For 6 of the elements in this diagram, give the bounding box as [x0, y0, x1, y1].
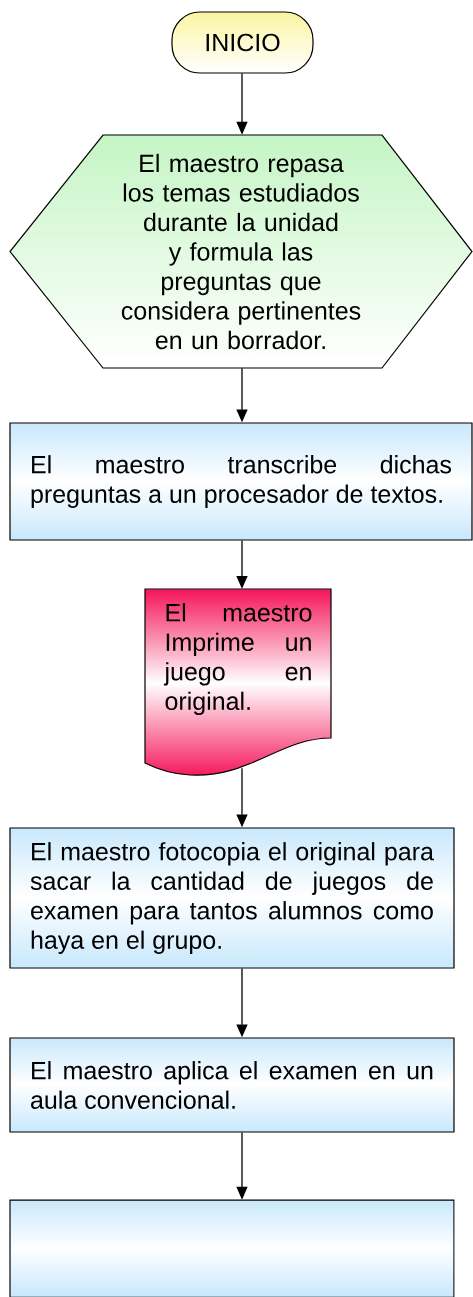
- process-box: El maestro aplica el examen en un aula convencional.: [9, 1037, 455, 1133]
- process-box: El maestro transcribe dichas preguntas a un procesador de textos.: [9, 422, 473, 541]
- start-terminal: INICIO: [171, 11, 314, 74]
- process-box: [9, 1199, 455, 1297]
- process-box: El maestro fotocopia el original para sacar la cantidad de juegos de examen para tantos alumnos como haya en el grupo.: [9, 827, 455, 969]
- preparation-hexagon: El maestro repasa los temas estudiados durante la unidad y formula las preguntas que considera pertinentes en un borrador.: [9, 134, 473, 369]
